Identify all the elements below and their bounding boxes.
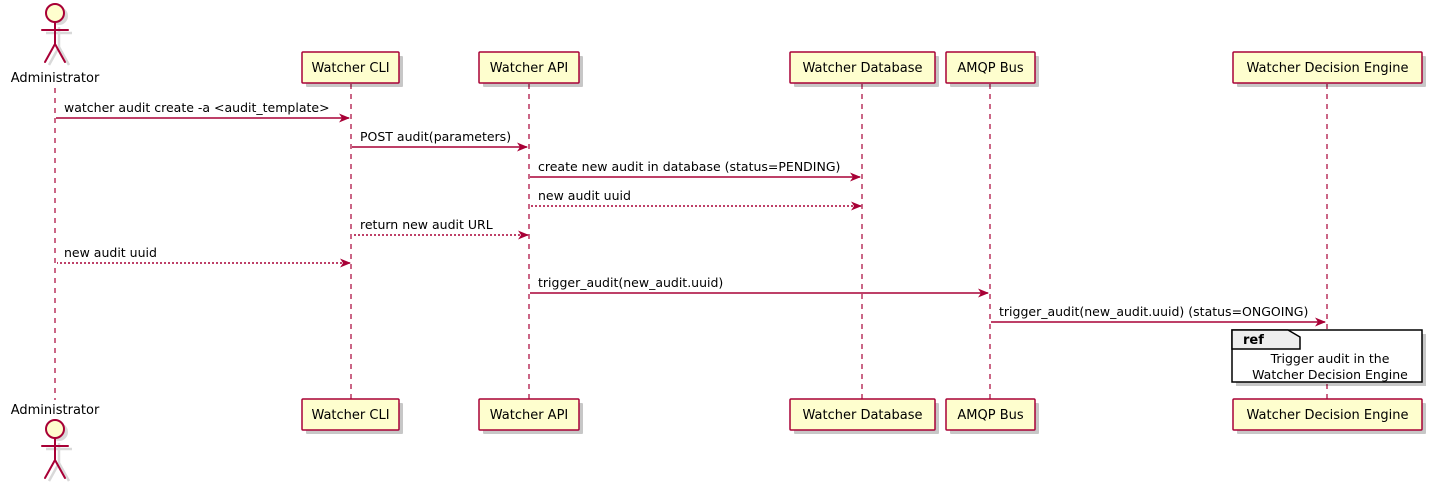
message-8-label: trigger_audit(new_audit.uuid) (status=ON…	[999, 304, 1308, 319]
participant-watcher-database-top[interactable]: Watcher Database	[789, 51, 939, 87]
participant-amqp-bus-top[interactable]: AMQP Bus	[945, 51, 1039, 87]
ref-body-line-1: Trigger audit in the	[1270, 351, 1390, 366]
participant-name-watcher-api: Watcher API	[490, 408, 569, 423]
message-3: create new audit in database (status=PEN…	[530, 159, 861, 182]
participant-watcher-api-bottom[interactable]: Watcher API	[478, 398, 583, 434]
participant-watcher-decision-engine-top[interactable]: Watcher Decision Engine	[1232, 51, 1426, 87]
participant-watcher-cli-bottom[interactable]: Watcher CLI	[301, 398, 403, 434]
actor-head-administrator	[45, 3, 65, 23]
message-7-label: trigger_audit(new_audit.uuid)	[538, 275, 723, 290]
participant-name-watcher-cli: Watcher CLI	[311, 61, 389, 76]
message-2-label: POST audit(parameters)	[360, 129, 511, 144]
message-1: watcher audit create -a <audit_template>	[56, 100, 350, 123]
participant-box-watcher-cli[interactable]	[301, 398, 400, 431]
participant-box-watcher-decision-engine[interactable]	[1232, 398, 1423, 431]
actor-name-administrator: Administrator	[11, 403, 100, 418]
participant-headers-top: Administrator Watcher CLI Watcher API Watch…	[11, 3, 1426, 87]
participant-amqp-bus-bottom[interactable]: AMQP Bus	[945, 398, 1039, 434]
participant-watcher-api-top[interactable]: Watcher API	[478, 51, 583, 87]
participant-box-amqp-bus[interactable]	[945, 398, 1036, 431]
actor-legs-administrator	[44, 43, 66, 63]
message-6-label: new audit uuid	[64, 245, 157, 260]
message-3-label: create new audit in database (status=PEN…	[538, 159, 840, 174]
participant-box-watcher-cli[interactable]	[301, 51, 400, 84]
participant-name-watcher-api: Watcher API	[490, 61, 569, 76]
participant-box-watcher-api[interactable]	[478, 398, 580, 431]
actor-legs-administrator	[44, 459, 66, 479]
message-4-label: new audit uuid	[538, 188, 631, 203]
ref-body-line-2: Watcher Decision Engine	[1252, 367, 1408, 382]
participant-name-watcher-cli: Watcher CLI	[311, 408, 389, 423]
message-2: POST audit(parameters)	[352, 129, 528, 152]
participant-headers-bottom: Administrator Watcher CLI Watcher API Watch…	[11, 398, 1426, 482]
participant-watcher-database-bottom[interactable]: Watcher Database	[789, 398, 939, 434]
messages-group: watcher audit create -a <audit_template>…	[56, 100, 1326, 327]
message-6: new audit uuid	[57, 245, 351, 268]
participant-watcher-cli-top[interactable]: Watcher CLI	[301, 51, 403, 87]
participant-name-watcher-database: Watcher Database	[803, 61, 923, 76]
participant-box-watcher-decision-engine[interactable]	[1232, 51, 1423, 84]
participant-box-watcher-database[interactable]	[789, 51, 936, 84]
lifelines-group	[54, 84, 1328, 400]
actor-name-administrator: Administrator	[11, 71, 100, 86]
message-7: trigger_audit(new_audit.uuid)	[530, 275, 989, 298]
participant-name-watcher-database: Watcher Database	[803, 408, 923, 423]
actor-administrator: Administrator	[11, 3, 100, 86]
actor-head-administrator	[45, 419, 65, 439]
message-5: return new audit URL	[353, 217, 529, 240]
actor-shadow-administrator	[46, 443, 72, 482]
participant-name-amqp-bus: AMQP Bus	[957, 61, 1023, 76]
actor-shadow-administrator	[46, 27, 72, 66]
participant-box-amqp-bus[interactable]	[945, 51, 1036, 84]
participant-name-amqp-bus: AMQP Bus	[957, 408, 1023, 423]
participant-name-watcher-decision-engine: Watcher Decision Engine	[1247, 408, 1409, 423]
ref-keyword-label: ref	[1243, 333, 1264, 348]
participant-box-watcher-database[interactable]	[789, 398, 936, 431]
ref-tab	[1231, 329, 1301, 350]
participant-box-watcher-api[interactable]	[478, 51, 580, 84]
message-4: new audit uuid	[531, 188, 862, 211]
actor-administrator: Administrator	[11, 403, 100, 482]
message-1-label: watcher audit create -a <audit_template>	[64, 100, 330, 115]
message-5-label: return new audit URL	[360, 217, 493, 232]
participant-name-watcher-decision-engine: Watcher Decision Engine	[1247, 61, 1409, 76]
participant-watcher-decision-engine-bottom[interactable]: Watcher Decision Engine	[1232, 398, 1426, 434]
message-8: trigger_audit(new_audit.uuid) (status=ON…	[991, 304, 1326, 327]
